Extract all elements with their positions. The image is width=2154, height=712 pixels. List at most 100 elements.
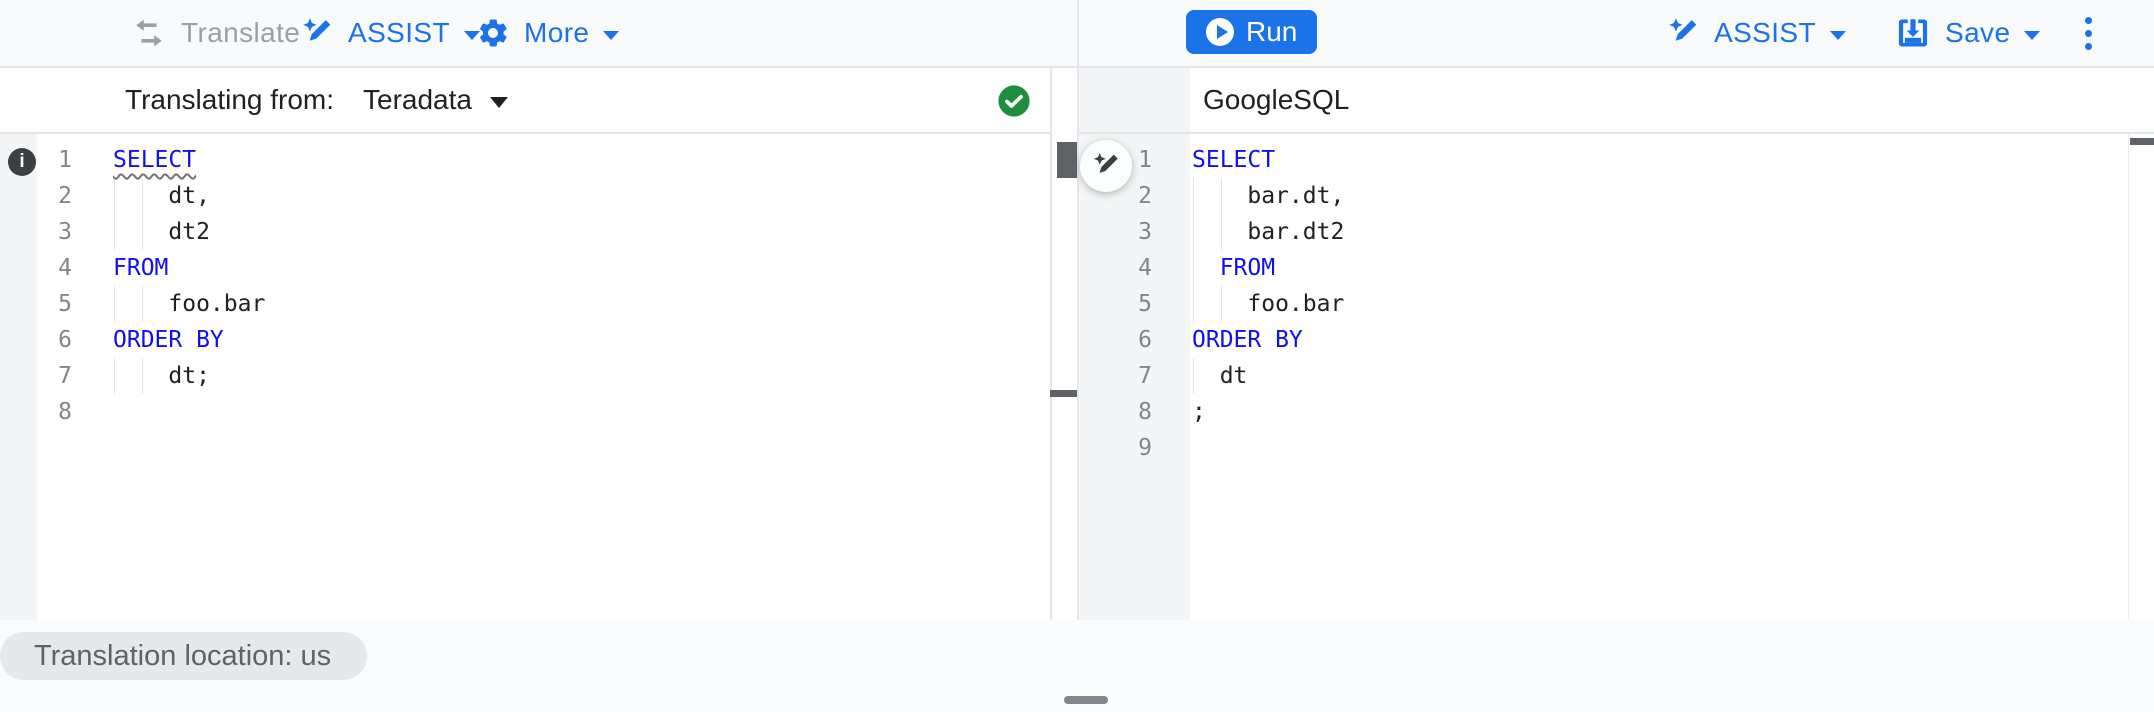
- code-text: FROM: [113, 255, 169, 281]
- indent-guide: [1193, 358, 1194, 394]
- code-line[interactable]: 9: [1078, 430, 2124, 466]
- magic-pen-icon: [1666, 16, 1700, 50]
- run-button[interactable]: Run: [1186, 10, 1318, 54]
- indent-guide: [1193, 286, 1194, 322]
- line-number: 4: [58, 255, 72, 281]
- info-icon[interactable]: [8, 148, 36, 176]
- line-number: 7: [1138, 363, 1152, 389]
- chevron-down-icon: [464, 30, 480, 40]
- source-dialect-select[interactable]: Teradata: [363, 68, 508, 132]
- code-line[interactable]: 6 ORDER BY: [1078, 322, 2124, 358]
- source-editor-scrollbar-thumb[interactable]: [1057, 142, 1077, 178]
- translating-from-label: Translating from:: [125, 84, 335, 115]
- line-number: 1: [58, 147, 72, 173]
- chevron-down-icon: [489, 97, 508, 108]
- indent-guide: [1193, 214, 1194, 250]
- indent-guide: [1220, 286, 1222, 322]
- magic-pen-icon: [1093, 153, 1118, 173]
- code-line[interactable]: 7 dt: [1078, 358, 2124, 394]
- play-circle-icon: [1206, 18, 1234, 46]
- overflow-menu-button[interactable]: [2070, 0, 2106, 66]
- code-line[interactable]: 2 bar.dt,: [1078, 178, 2124, 214]
- translation-location-text: Translation location: us: [34, 639, 332, 672]
- code-text: dt;: [113, 358, 210, 394]
- code-line[interactable]: 5 foo.bar: [1078, 286, 2124, 322]
- panel-divider[interactable]: [1077, 0, 1079, 620]
- code-text: ORDER BY: [113, 327, 224, 353]
- line-number: 6: [58, 327, 72, 353]
- target-header-border: [1078, 132, 2154, 134]
- validation-success-icon: [997, 84, 1031, 118]
- chevron-down-icon: [603, 30, 620, 40]
- indent-guide: [141, 286, 143, 322]
- save-icon: [1895, 15, 1931, 51]
- indent-guide: [114, 214, 115, 250]
- line-number: 4: [1138, 255, 1152, 281]
- assist-menu-label: ASSIST: [348, 17, 450, 48]
- indent-guide: [1193, 250, 1194, 286]
- code-line[interactable]: 7 dt;: [0, 358, 1048, 394]
- code-text: dt,: [113, 178, 210, 214]
- code-text: ;: [1192, 399, 1206, 425]
- source-editor-glyph-margin: [0, 134, 37, 620]
- line-number: 8: [1138, 399, 1152, 425]
- line-number: 6: [1138, 327, 1152, 353]
- target-dialect-title-wrap: GoogleSQL: [1203, 68, 1349, 132]
- chevron-down-icon: [1830, 30, 1846, 40]
- code-text: bar.dt,: [1192, 178, 1344, 214]
- code-line[interactable]: 4 FROM: [0, 250, 1048, 286]
- source-panel-header: [0, 68, 1050, 134]
- target-editor-scrollbar-thumb[interactable]: [2130, 138, 2154, 145]
- code-line[interactable]: 1 SELECT: [1078, 142, 2124, 178]
- line-number: 3: [58, 219, 72, 245]
- line-number: 5: [58, 291, 72, 317]
- code-text: foo.bar: [1192, 286, 1344, 322]
- save-menu-label: Save: [1945, 17, 2011, 48]
- panel-divider-grip[interactable]: [1050, 390, 1077, 397]
- code-text: FROM: [1192, 250, 1275, 286]
- translate-button[interactable]: Translate: [131, 0, 300, 66]
- code-line[interactable]: 4 FROM: [1078, 250, 2124, 286]
- more-menu[interactable]: More: [476, 0, 620, 66]
- code-line[interactable]: 3 bar.dt2: [1078, 214, 2124, 250]
- source-panel-right-border: [1050, 68, 1052, 620]
- code-line[interactable]: 3 dt2: [0, 214, 1048, 250]
- line-number: 3: [1138, 219, 1152, 245]
- target-panel: [1078, 68, 2154, 620]
- code-text: SELECT: [1192, 147, 1276, 173]
- translate-button-label: Translate: [181, 17, 301, 48]
- line-number: 7: [58, 363, 72, 389]
- save-menu[interactable]: Save: [1895, 0, 2041, 66]
- code-text: foo.bar: [113, 286, 265, 322]
- indent-guide: [1193, 178, 1194, 214]
- assist-menu-right[interactable]: ASSIST: [1666, 0, 1846, 66]
- translation-location-chip: Translation location: us: [0, 632, 368, 680]
- line-number: 5: [1138, 291, 1152, 317]
- indent-guide: [1220, 214, 1222, 250]
- code-line[interactable]: 5 foo.bar: [0, 286, 1048, 322]
- code-line[interactable]: 6 ORDER BY: [0, 322, 1048, 358]
- code-line[interactable]: 2 dt,: [0, 178, 1048, 214]
- assist-menu-right-label: ASSIST: [1714, 17, 1816, 48]
- code-text: bar.dt2: [1192, 214, 1344, 250]
- run-button-label: Run: [1246, 16, 1298, 47]
- bottom-resize-handle[interactable]: [1064, 696, 1108, 704]
- code-text: dt: [1192, 358, 1247, 394]
- assist-menu[interactable]: ASSIST: [300, 0, 480, 66]
- target-editor-scrollbar-track-line: [2128, 134, 2129, 620]
- line-number: 1: [1138, 147, 1152, 173]
- indent-guide: [114, 178, 115, 214]
- line-number: 8: [58, 399, 72, 425]
- translating-from-label-wrap: Translating from:: [125, 68, 334, 132]
- gear-icon: [476, 16, 510, 50]
- line-number: 2: [58, 183, 72, 209]
- vertical-ellipsis-icon: [2084, 16, 2092, 24]
- code-text: ORDER BY: [1192, 327, 1303, 353]
- ai-edit-button[interactable]: [1080, 140, 1132, 192]
- code-line[interactable]: 8: [0, 394, 1048, 430]
- code-line[interactable]: 8;: [1078, 394, 2124, 430]
